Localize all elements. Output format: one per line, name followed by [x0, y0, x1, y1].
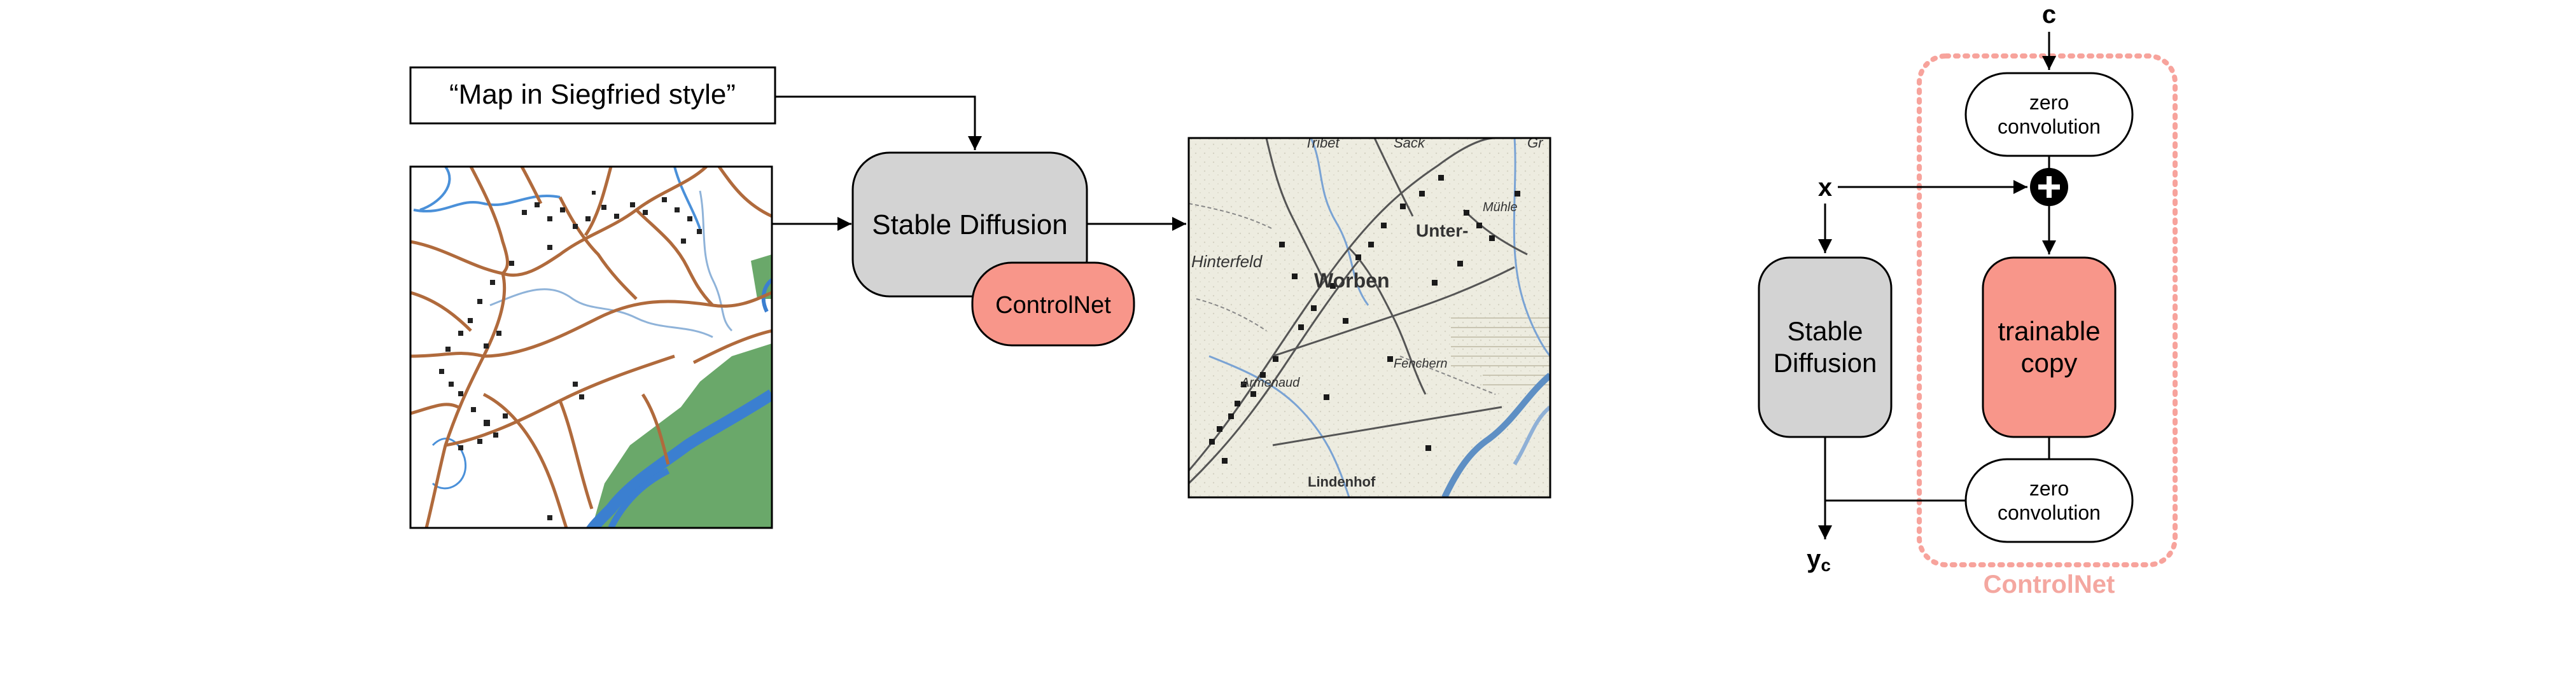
input-map — [409, 165, 773, 529]
output-yc-label: yc — [1807, 545, 1831, 575]
controlnet-label: ControlNet — [995, 292, 1111, 319]
locked-line2: Diffusion — [1774, 348, 1877, 378]
trainable-copy-box: trainable copy — [1982, 256, 2117, 438]
map-label-muhle: Mühle — [1483, 200, 1517, 214]
output-map: Tribet Sack Unter- Mühle Worben Armenaud… — [1187, 135, 1551, 499]
prompt-text: “Map in Siegfried style” — [449, 79, 736, 110]
output-buildings — [1209, 175, 1520, 464]
locked-line1: Stable — [1787, 316, 1863, 346]
output-river — [1441, 373, 1550, 497]
buildings — [439, 191, 702, 520]
zero-convolution-top: zero convolution — [1964, 72, 2134, 157]
map-label-gr: Gr — [1527, 135, 1544, 151]
map-label-armenaud: Armenaud — [1240, 376, 1300, 390]
map-label-unter: Unter- — [1416, 221, 1468, 240]
roads — [410, 167, 772, 528]
controlnet-group-border — [1917, 53, 2178, 567]
stable-diffusion-label: Stable Diffusion — [872, 209, 1067, 240]
stable-diffusion-box: Stable Diffusion — [851, 151, 1088, 298]
zero-conv-top-line1: zero — [2029, 91, 2069, 114]
controlnet-group-label: ControlNet — [1984, 571, 2115, 599]
map-label-hinterfeld: Hinterfeld — [1191, 252, 1263, 271]
input-c-label: c — [2042, 1, 2056, 29]
river — [585, 389, 772, 528]
map-label-tribet: Tribet — [1305, 135, 1340, 151]
prompt-box: “Map in Siegfried style” — [409, 66, 776, 125]
zero-conv-top-line2: convolution — [1998, 115, 2101, 138]
controlnet-box: ControlNet — [971, 261, 1135, 347]
map-label-sack: Sack — [1394, 135, 1425, 151]
trainable-line2: copy — [2021, 348, 2078, 378]
sum-node — [2030, 168, 2068, 206]
trainable-line1: trainable — [1998, 316, 2100, 346]
zero-conv-bottom-line1: zero — [2029, 477, 2069, 500]
map-label-lindenhof: Lindenhof — [1308, 474, 1376, 490]
locked-stable-diffusion-box: Stable Diffusion — [1758, 256, 1893, 438]
zero-convolution-bottom: zero convolution — [1964, 458, 2134, 543]
prompt-to-model-arrow — [775, 95, 982, 150]
input-x-label: x — [1818, 174, 1832, 202]
zero-conv-bottom-line2: convolution — [1998, 501, 2101, 524]
map-label-fenchern: Fenchern — [1394, 357, 1448, 371]
map-label-worben: Worben — [1314, 269, 1390, 292]
